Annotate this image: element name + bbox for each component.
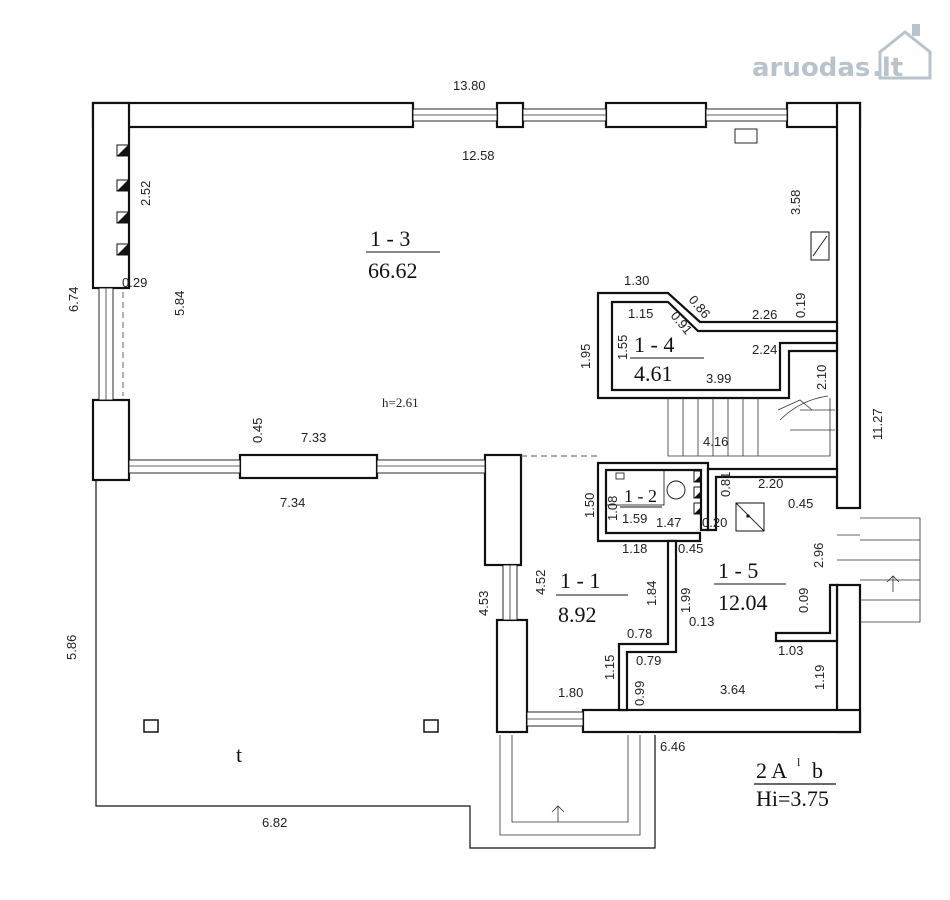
room-1-2-id: 1 - 2 [624, 486, 657, 506]
dim-7-34: 7.34 [280, 495, 305, 510]
ventilation-ducts [116, 144, 706, 515]
entrance-arrow-icon [551, 805, 565, 822]
dim-11-27: 11.27 [870, 408, 885, 440]
dim-width-inner: 12.58 [462, 148, 495, 163]
dim-0-45-a: 0.45 [250, 418, 265, 443]
toilet-icon [666, 480, 686, 500]
dim-2-20: 2.20 [758, 476, 783, 491]
dim-0-99: 0.99 [632, 681, 647, 706]
dim-1-03: 1.03 [778, 643, 803, 658]
dim-0-09: 0.09 [796, 588, 811, 613]
legend-code-b: b [812, 758, 823, 783]
dim-0-19: 0.19 [793, 293, 808, 318]
dim-0-81: 0.81 [718, 472, 733, 497]
dim-1-55: 1.55 [615, 335, 630, 360]
room-1-5-area: 12.04 [718, 590, 768, 615]
room-1-5-id: 1 - 5 [718, 558, 758, 583]
dim-5-84: 5.84 [172, 291, 187, 316]
room-1-4-id: 1 - 4 [634, 332, 674, 357]
dim-1-80: 1.80 [558, 685, 583, 700]
dim-4-53: 4.53 [476, 591, 491, 616]
dim-4-52: 4.52 [533, 570, 548, 595]
dim-2-96: 2.96 [811, 543, 826, 568]
room-1-1-id: 1 - 1 [560, 568, 600, 593]
dim-1-59: 1.59 [622, 511, 647, 526]
legend: 2 A l b Hi=3.75 [754, 755, 836, 811]
terrace-outline [95, 478, 656, 849]
entrance-steps-outer [499, 735, 641, 836]
dim-0-20: 0.20 [702, 515, 727, 530]
house-icon [878, 30, 932, 80]
dim-1-15-b: 1.15 [602, 655, 617, 680]
dim-1-18: 1.18 [622, 541, 647, 556]
storage-room-walls [596, 291, 839, 400]
dim-3-99: 3.99 [706, 371, 731, 386]
room-1-3-label: 1 - 3 66.62 [366, 226, 440, 283]
dim-2-52: 2.52 [138, 181, 153, 206]
dim-6-46: 6.46 [660, 739, 685, 754]
terrace-post-right [423, 719, 439, 733]
outlet-icon [734, 128, 758, 144]
dim-1-19: 1.19 [812, 665, 827, 690]
dim-2-10: 2.10 [814, 365, 829, 390]
dim-1-99: 1.99 [678, 588, 693, 613]
dim-width-total: 13.80 [453, 78, 486, 93]
legend-code-mark: l [797, 755, 801, 769]
dim-6-82: 6.82 [262, 815, 287, 830]
room-1-5-label: 1 - 5 12.04 [714, 558, 786, 615]
terrace-post-left [143, 719, 159, 733]
dim-1-47: 1.47 [656, 515, 681, 530]
entrance-steps-inner [511, 735, 629, 823]
room-1-3-area: 66.62 [368, 258, 418, 283]
watermark-logo: aruodas .lt [752, 24, 932, 83]
sink-icon [615, 472, 625, 480]
kitchen-walls [617, 467, 839, 712]
staircase [667, 395, 835, 457]
dim-7-33: 7.33 [301, 430, 326, 445]
dim-0-78: 0.78 [627, 626, 652, 641]
dim-2-24: 2.24 [752, 342, 777, 357]
windows [98, 108, 788, 727]
ceiling-height: h=2.61 [382, 395, 419, 410]
dim-0-45-c: 0.45 [678, 541, 703, 556]
dimensions: 13.80 12.58 2.52 6.74 0.29 5.84 3.58 1.3… [64, 78, 885, 830]
room-1-1-area: 8.92 [558, 602, 597, 627]
dim-1-30: 1.30 [624, 273, 649, 288]
dim-3-58: 3.58 [788, 190, 803, 215]
terrace-label: t [236, 742, 242, 767]
room-1-1-label: 1 - 1 8.92 [556, 568, 628, 627]
dim-2-26: 2.26 [752, 307, 777, 322]
legend-height: Hi=3.75 [756, 786, 829, 811]
dim-1-95: 1.95 [578, 344, 593, 369]
room-1-4-area: 4.61 [634, 361, 673, 386]
dim-6-74: 6.74 [66, 287, 81, 312]
dim-1-15-a: 1.15 [628, 306, 653, 321]
chimney-icon [912, 24, 920, 36]
dim-1-50: 1.50 [582, 493, 597, 518]
legend-code: 2 A [756, 758, 787, 783]
dim-5-86: 5.86 [64, 635, 79, 660]
watermark-brand: aruodas [752, 53, 870, 83]
electric-panel-icon [810, 231, 830, 261]
dim-4-16: 4.16 [703, 434, 728, 449]
dim-0-79: 0.79 [636, 653, 661, 668]
room-1-2-label: 1 - 2 [620, 486, 662, 508]
side-entrance-arrow-icon [886, 575, 900, 592]
exterior-walls [91, 101, 862, 734]
side-entrance-steps [837, 517, 921, 623]
room-1-3-id: 1 - 3 [370, 226, 410, 251]
dim-1-84: 1.84 [644, 581, 659, 606]
dim-0-45-b: 0.45 [788, 496, 813, 511]
room-1-4-label: 1 - 4 4.61 [630, 332, 704, 386]
dim-0-29: 0.29 [122, 275, 147, 290]
boiler-icon [735, 502, 765, 532]
dim-3-64: 3.64 [720, 682, 745, 697]
dim-1-08: 1.08 [605, 496, 620, 521]
dim-0-13: 0.13 [689, 614, 714, 629]
